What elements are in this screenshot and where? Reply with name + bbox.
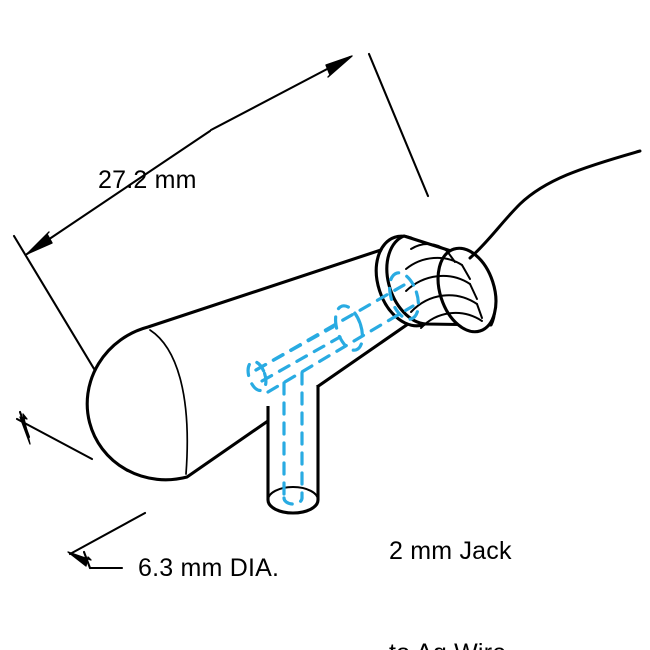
side-port-tube	[266, 385, 320, 515]
inner-bore-bottom-wall	[266, 304, 415, 394]
inner-narrow-bore-bottom-wall	[260, 335, 342, 383]
dimension-arrowhead-left	[26, 231, 53, 255]
dimension-label-diameter: 6.3 mm DIA.	[138, 554, 280, 582]
inner-bore-step-ellipse	[333, 304, 365, 352]
dia-arrowhead-lower	[67, 551, 92, 567]
callout-label-jack: 2 mm Jack to Ag Wire	[389, 466, 512, 650]
dimension-arrowhead-right	[325, 55, 353, 78]
dimension-line-segment-lower	[25, 129, 212, 256]
lead-wire	[468, 149, 642, 260]
knurled-cap	[385, 234, 498, 334]
knurl-ridge	[461, 264, 471, 280]
callout-jack-line-1: 2 mm Jack	[389, 537, 512, 565]
side-port-outline	[266, 385, 320, 515]
knurl-ridge	[405, 257, 463, 270]
knurled-cap-end-ellipse	[436, 246, 498, 334]
knurl-ridge	[410, 243, 448, 252]
knurl-ridge	[446, 250, 456, 263]
inner-side-bore-bottom	[282, 496, 304, 506]
knurl-ridge	[410, 294, 478, 313]
side-port-bottom-ellipse	[267, 486, 319, 501]
dimension-line-segment-upper	[209, 55, 352, 132]
dia-arrowhead-upper	[19, 413, 31, 445]
dimension-label-overall-length: 27.2 mm	[98, 166, 197, 194]
knurl-ridge	[405, 274, 471, 292]
callout-jack-line-2: to Ag Wire	[389, 636, 512, 650]
dia-extension-line-upper	[15, 417, 94, 461]
internal-hidden-geometry	[246, 271, 421, 506]
dia-leader-line	[68, 511, 147, 556]
inner-narrow-bore-top-wall	[254, 325, 335, 372]
knurl-ridge	[476, 303, 483, 319]
knurl-ridges	[405, 243, 483, 329]
extension-line-right	[367, 52, 430, 198]
knurl-ridge	[469, 283, 478, 300]
knurl-ridge	[420, 311, 483, 329]
inner-bore-far-ellipse	[387, 271, 421, 321]
inner-bore-near-ellipse	[246, 359, 268, 393]
domed-end-seam	[149, 329, 189, 475]
